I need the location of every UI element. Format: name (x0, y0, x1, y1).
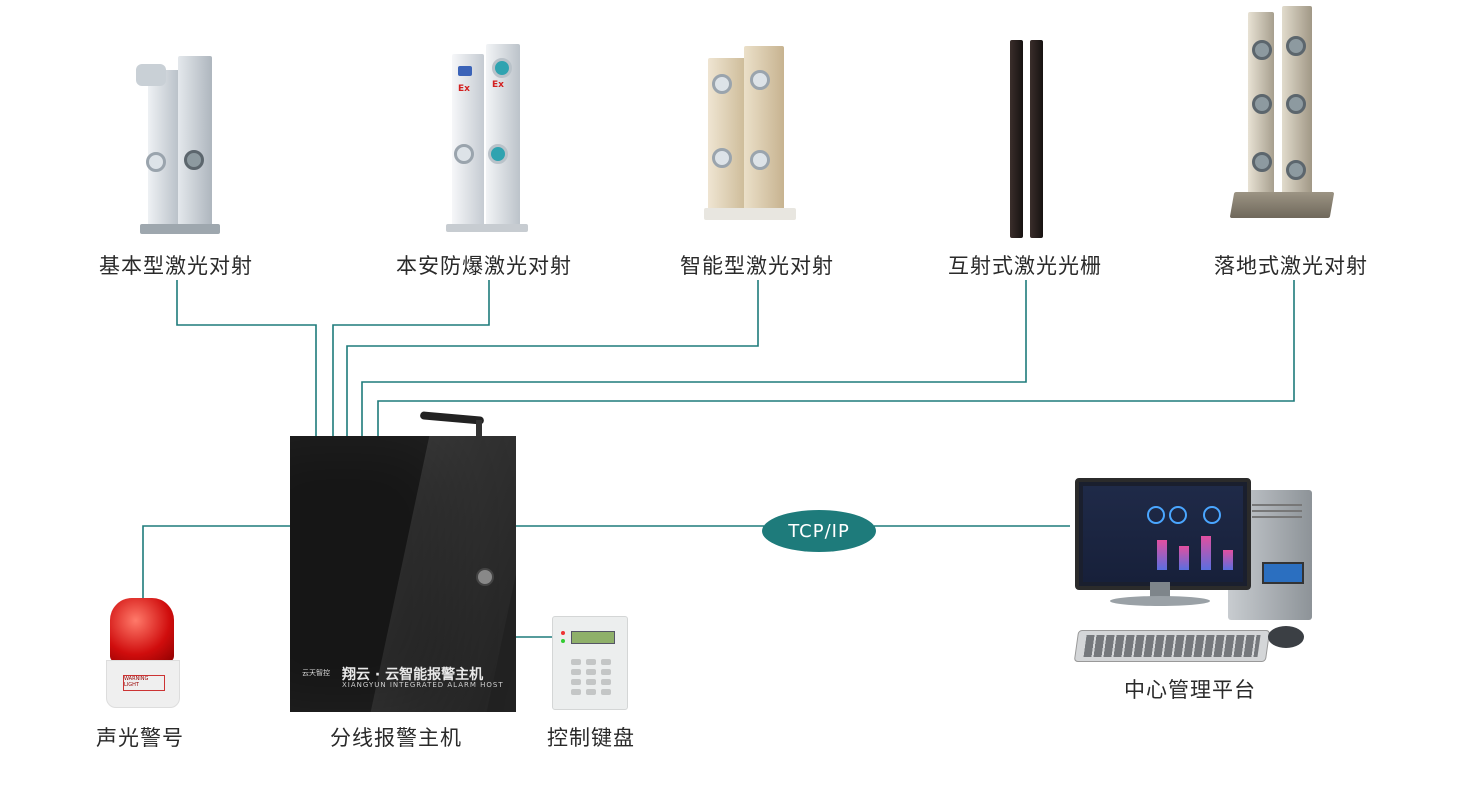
lock-icon (476, 568, 494, 586)
sensor-label-smart: 智能型激光对射 (680, 254, 834, 278)
sensor-label-grating: 互射式激光光栅 (948, 254, 1102, 278)
mouse-icon (1268, 626, 1304, 648)
wire-smart (346, 280, 759, 438)
platform-label: 中心管理平台 (1124, 678, 1256, 702)
host-brand-sub: XIANGYUN INTEGRATED ALARM HOST (342, 681, 504, 689)
host-label: 分线报警主机 (330, 726, 462, 750)
keypad-keys (571, 659, 615, 695)
host-logo: 云天智控 (302, 669, 330, 677)
wire-floor (377, 280, 1295, 438)
wire-basic (176, 280, 317, 438)
host-brand: 翔云 · 云智能报警主机 (342, 667, 484, 683)
ex-badge-right: Ex (492, 80, 504, 90)
wire-explosion-proof (332, 280, 490, 438)
monitor-icon (1075, 478, 1251, 590)
siren-tag: WARNING LIGHT (123, 675, 165, 691)
control-keypad (552, 616, 628, 710)
wire-siren (142, 525, 290, 600)
monitor-stand (1110, 596, 1210, 606)
sensor-label-floor: 落地式激光对射 (1214, 254, 1368, 278)
siren-icon: WARNING LIGHT (106, 598, 180, 708)
ex-badge-left: Ex (458, 84, 470, 94)
keypad-screen (571, 631, 615, 644)
keypad-label: 控制键盘 (547, 726, 635, 750)
siren-label: 声光警号 (96, 726, 184, 750)
sensor-label-explosion-proof: 本安防爆激光对射 (396, 254, 572, 278)
sensor-label-basic: 基本型激光对射 (99, 254, 253, 278)
antenna-stem (476, 420, 482, 438)
protocol-badge: TCP/IP (762, 510, 876, 552)
keyboard-icon (1073, 630, 1271, 662)
wire-grating (361, 280, 1027, 438)
